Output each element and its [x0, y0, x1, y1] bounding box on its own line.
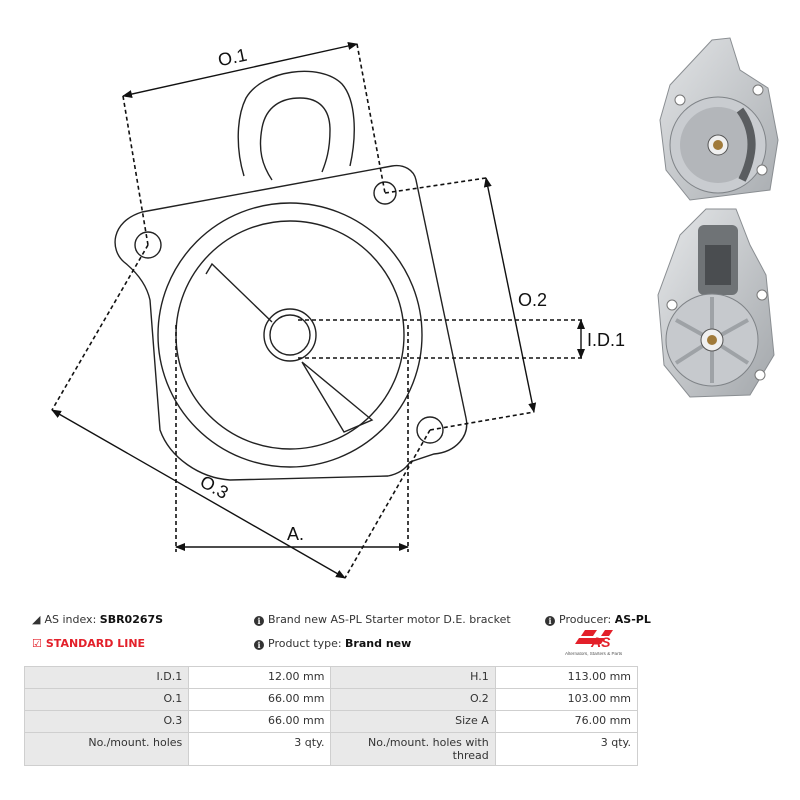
info-icon: i [545, 616, 555, 626]
standard-line-badge: ☑STANDARD LINE [32, 637, 145, 650]
product-type-value: Brand new [345, 637, 412, 650]
mount-hole-bottom-right [416, 416, 444, 444]
technical-drawing: O.1 O.3 O.2 I.D.1 A. [51, 42, 625, 579]
producer-label: Producer: [559, 613, 612, 626]
product-photo-rear [657, 208, 775, 398]
table-row: No./mount. holes 3 qty. No./mount. holes… [23, 732, 639, 766]
specs-table: I.D.1 12.00 mm H.1 113.00 mm O.1 66.00 m… [23, 666, 639, 766]
spec-value: 66.00 mm [188, 710, 332, 733]
spec-label: O.1 [23, 688, 190, 711]
dim-o2 [483, 177, 537, 413]
label-a: A. [287, 524, 304, 544]
top-lug-outline [237, 70, 355, 177]
bracket-outline [114, 164, 468, 481]
spec-value: 3 qty. [188, 732, 332, 766]
table-row: O.3 66.00 mm Size A 76.00 mm [23, 710, 639, 733]
spec-label: I.D.1 [23, 666, 190, 689]
bore-inner [269, 314, 311, 356]
product-photo-front [659, 37, 779, 201]
product-type-label: Product type: [268, 637, 342, 650]
product-type: i Product type: Brand new [254, 637, 411, 650]
mount-hole-left [134, 231, 162, 259]
label-id1: I.D.1 [587, 330, 625, 350]
info-icon: i [254, 640, 264, 650]
spec-label: No./mount. holes with thread [330, 732, 496, 766]
spec-label: No./mount. holes [23, 732, 190, 766]
product-description: i Brand new AS-PL Starter motor D.E. brac… [254, 613, 511, 626]
logo-mark: AS [590, 634, 611, 650]
dim-o3 [51, 409, 346, 579]
label-o3: O.3 [197, 471, 232, 503]
label-o2: O.2 [518, 290, 547, 310]
inner-housing-circle [175, 220, 405, 450]
spec-value: 76.00 mm [494, 710, 639, 733]
description-text: Brand new AS-PL Starter motor D.E. brack… [268, 613, 511, 626]
logo-tagline: Alternators, Starters & Parts [565, 651, 623, 656]
top-lug-slot [259, 97, 331, 181]
producer-value: AS-PL [614, 613, 651, 626]
bore-outer [263, 308, 317, 362]
table-row: O.1 66.00 mm O.2 103.00 mm [23, 688, 639, 711]
producer: i Producer: AS-PL [545, 613, 651, 626]
spec-label: O.2 [330, 688, 496, 711]
as-index-value: SBR0267S [99, 613, 164, 626]
spec-value: 12.00 mm [188, 666, 332, 689]
logo-mark-stripes [575, 630, 613, 644]
spec-value: 3 qty. [494, 732, 639, 766]
spec-value: 113.00 mm [494, 666, 639, 689]
table-row: I.D.1 12.00 mm H.1 113.00 mm [23, 666, 639, 689]
as-index-label: AS index: [44, 613, 97, 626]
mount-hole-top-right [373, 181, 397, 205]
spec-label: Size A [330, 710, 496, 733]
spec-value: 66.00 mm [188, 688, 332, 711]
tag-icon: ◢ [32, 613, 41, 626]
label-o1: O.1 [216, 45, 249, 71]
spec-label: H.1 [330, 666, 496, 689]
standard-line-label: STANDARD LINE [45, 637, 146, 650]
as-index: ◢AS index: SBR0267S [32, 613, 163, 626]
spec-label: O.3 [23, 710, 190, 733]
as-pl-logo: AS Alternators, Starters & Parts [565, 630, 623, 656]
info-icon: i [254, 616, 264, 626]
main-housing-circle [157, 202, 423, 468]
check-square-icon: ☑ [32, 637, 42, 650]
dim-o1 [122, 42, 358, 98]
drive-window [205, 262, 374, 433]
spec-value: 103.00 mm [494, 688, 639, 711]
